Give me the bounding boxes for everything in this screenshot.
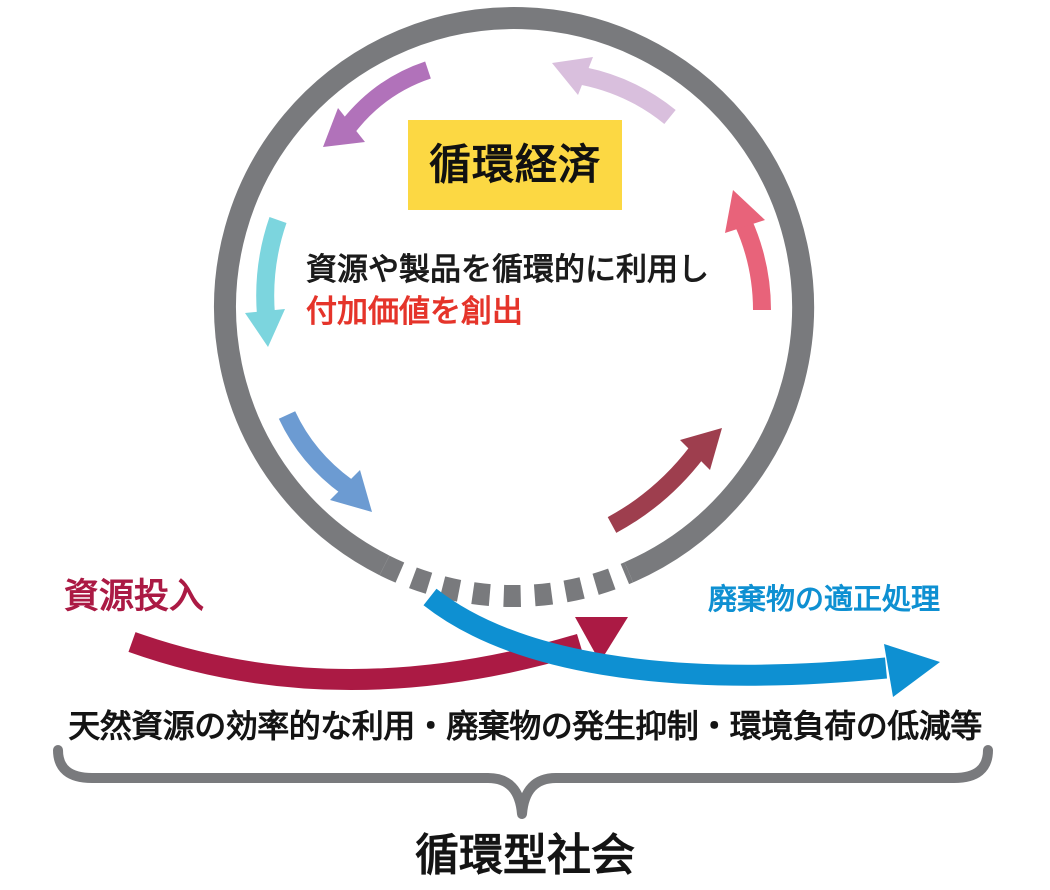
cyan-arrow-head-icon (245, 309, 285, 347)
cycle-arrow-top-right-lavender (552, 57, 676, 125)
steel-blue-arrow-head-icon (330, 470, 372, 512)
cycle-ring-solid-arc (214, 7, 815, 583)
purple-arrow-head-icon (323, 108, 365, 147)
resource-input-label: 資源投入 (64, 577, 205, 616)
purple-arrow-shaft (340, 61, 431, 133)
resource-input-arrow-head-icon (575, 617, 628, 662)
cycle-arrow-left-cyan (245, 217, 287, 347)
pink-arrow-shaft (734, 218, 771, 311)
cycle-arrow-right-pink (725, 190, 771, 311)
waste-output-arrow-shaft (423, 588, 888, 686)
circle-title-badge: 循環経済 (408, 120, 622, 210)
lavender-arrow-shaft (581, 67, 676, 125)
waste-output-arrow-head-icon (884, 644, 940, 697)
curly-brace (53, 745, 993, 819)
resource-input-arrow-shaft (128, 632, 584, 690)
bottom-caption: 天然資源の効率的な利用・廃棄物の発生抑制・環境負荷の低減等 (68, 708, 982, 744)
maroon-arrow-shaft (607, 446, 705, 533)
cycle-ring-dashed-arc (379, 555, 634, 608)
cyan-arrow-shaft (256, 217, 287, 316)
steel-blue-arrow-shaft (278, 411, 353, 495)
cycle-arrow-bottom-right-maroon (607, 428, 722, 533)
cycle-arrow-top-left-purple (323, 61, 431, 147)
cycle-arrow-bottom-left-blue (278, 411, 372, 512)
footer-title: 循環型社会 (415, 831, 635, 880)
waste-output-label: 廃棄物の適正処理 (708, 584, 941, 616)
inner-caption-line2: 付加価値を創出 (306, 294, 523, 329)
maroon-arrow-head-icon (680, 428, 722, 470)
waste-output-arrow (423, 588, 940, 697)
lavender-arrow-head-icon (552, 57, 593, 95)
inner-caption-line1: 資源や製品を循環的に利用し (306, 252, 709, 287)
resource-input-arrow (128, 617, 628, 690)
pink-arrow-head-icon (725, 190, 765, 233)
